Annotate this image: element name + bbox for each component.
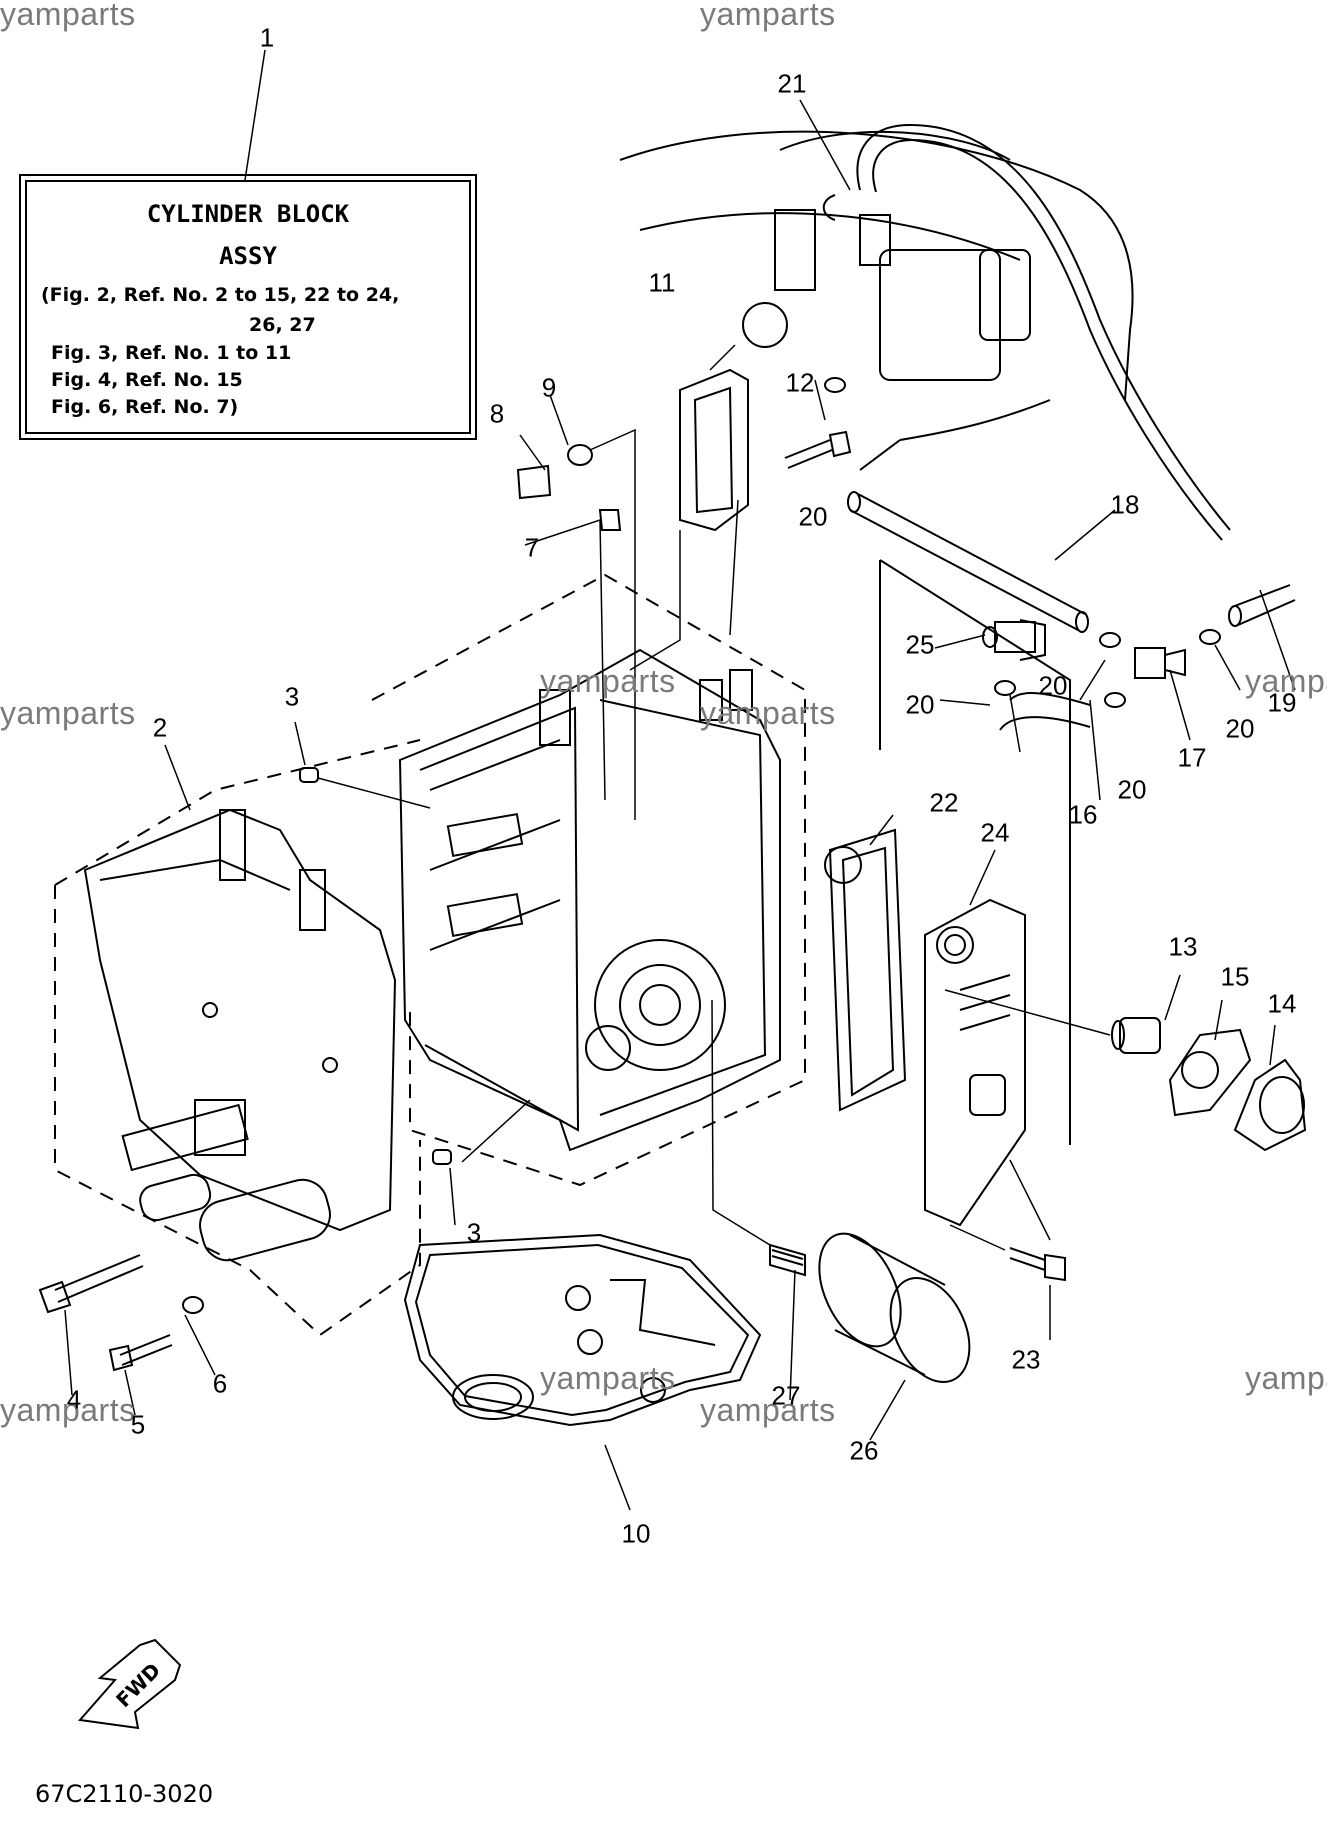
thermostat-13	[1112, 1018, 1160, 1053]
callout-14: 14	[1267, 988, 1297, 1019]
info-ref-line: (Fig. 2, Ref. No. 2 to 15, 22 to 24,	[41, 284, 400, 306]
crankcase-dash-box	[55, 740, 420, 1335]
callout-17: 17	[1177, 742, 1207, 773]
watermark: yamparts	[700, 1392, 836, 1428]
watermark: yamparts	[0, 1392, 136, 1428]
joint-25	[983, 620, 1045, 660]
info-ref-line: Fig. 6, Ref. No. 7)	[51, 396, 239, 418]
callout-18: 18	[1110, 489, 1140, 520]
leader-lines	[65, 50, 1295, 1510]
callout-7: 7	[524, 532, 540, 563]
hose-18	[848, 492, 1088, 632]
callout-1: 1	[259, 22, 275, 53]
info-ref-line: 26, 27	[249, 314, 316, 336]
dowel-pin-upper	[300, 768, 318, 782]
callout-2: 2	[152, 712, 168, 743]
info-ref-line: Fig. 4, Ref. No. 15	[51, 369, 243, 391]
callout-24: 24	[980, 817, 1010, 848]
cylinder-block-dash-box	[372, 575, 805, 1185]
fwd-arrow-shape	[80, 1640, 180, 1728]
gasket-22	[825, 830, 905, 1110]
callout-27: 27	[771, 1380, 801, 1411]
dowel-pin-lower	[433, 1150, 451, 1164]
top-bracket	[743, 195, 1030, 380]
bracket-11	[680, 370, 748, 530]
watermark: yamparts	[540, 1360, 676, 1396]
info-subtitle: ASSY	[219, 242, 277, 270]
gasket-15	[1170, 1030, 1250, 1115]
callout-23: 23	[1011, 1344, 1041, 1375]
oil-filter-26	[803, 1221, 985, 1395]
callout-20: 20	[1038, 670, 1068, 701]
callout-20: 20	[905, 689, 935, 720]
cover-24	[925, 900, 1025, 1225]
callout-3: 3	[284, 681, 300, 712]
callout-10: 10	[621, 1518, 651, 1549]
hose-21	[857, 125, 1230, 530]
callout-8: 8	[489, 398, 505, 429]
callout-11: 11	[648, 267, 676, 298]
engine-upper-outline	[620, 132, 1133, 470]
callout-3: 3	[466, 1217, 482, 1248]
callout-20: 20	[1117, 774, 1147, 805]
hose-19	[1229, 585, 1295, 626]
assembly-info-box: CYLINDER BLOCK ASSY (Fig. 2, Ref. No. 2 …	[19, 174, 477, 440]
callout-21: 21	[777, 68, 807, 99]
callout-19: 19	[1267, 687, 1297, 718]
callout-4: 4	[66, 1384, 82, 1415]
callout-25: 25	[905, 629, 935, 660]
info-title: CYLINDER BLOCK	[146, 200, 350, 228]
union-bolt-27	[770, 1245, 805, 1275]
watermark: yamparts	[1245, 663, 1327, 699]
cylinder-block	[400, 650, 780, 1150]
crankcase	[85, 810, 395, 1266]
callout-22: 22	[929, 787, 959, 818]
callout-12: 12	[785, 367, 815, 398]
info-ref-line: Fig. 3, Ref. No. 1 to 11	[51, 342, 292, 364]
callout-20: 20	[798, 501, 828, 532]
watermark: yamparts	[700, 0, 836, 32]
fitting-17	[1135, 648, 1185, 678]
watermark: yamparts	[0, 0, 136, 32]
callout-13: 13	[1168, 931, 1198, 962]
callout-26: 26	[849, 1435, 879, 1466]
watermark: yamparts	[0, 695, 136, 731]
watermark: yamparts	[540, 663, 676, 699]
bolts	[40, 432, 1065, 1370]
cover-14	[1235, 1060, 1305, 1150]
callout-15: 15	[1220, 961, 1250, 992]
watermark: yamparts	[700, 695, 836, 731]
callout-5: 5	[130, 1409, 146, 1440]
callout-6: 6	[212, 1368, 228, 1399]
callout-20: 20	[1225, 713, 1255, 744]
hose-16	[1000, 693, 1090, 730]
part-code: 67C2110-3020	[35, 1780, 214, 1808]
callout-16: 16	[1068, 799, 1098, 830]
watermark: yamparts	[1245, 1360, 1327, 1396]
callout-9: 9	[541, 372, 557, 403]
clips-20	[825, 378, 1220, 707]
gasket-10	[405, 1235, 760, 1425]
